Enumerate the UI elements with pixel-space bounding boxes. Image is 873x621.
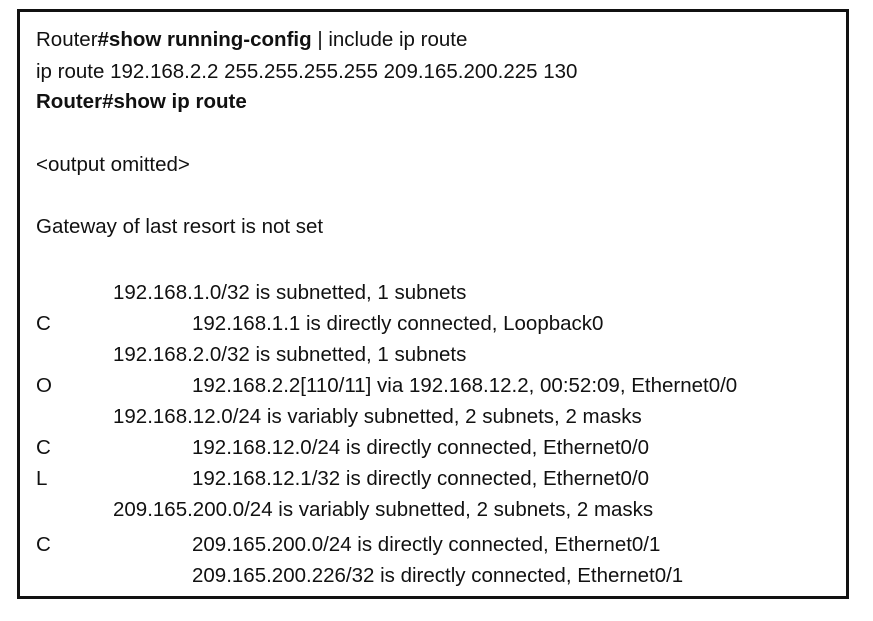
command: #show ip route [102, 90, 247, 113]
route-entry: 192.168.2.2[110/11] via 192.168.12.2, 00… [192, 374, 738, 397]
route-summary: 209.165.200.0/24 is variably subnetted, … [113, 498, 654, 521]
command: #show running-config [97, 28, 312, 51]
route-code: C [36, 312, 51, 335]
route-entry: 209.165.200.0/24 is directly connected, … [192, 533, 661, 556]
prompt: Router [36, 28, 98, 51]
command-line-2: Router#show ip route [36, 90, 247, 114]
prompt: Router [36, 90, 103, 113]
route-summary: 192.168.12.0/24 is variably subnetted, 2… [113, 405, 642, 428]
route-code: O [36, 374, 52, 397]
route-entry: 209.165.200.226/32 is directly connected… [192, 564, 684, 587]
command-line-1: Router#show running-config | include ip … [36, 28, 467, 52]
route-entry: 192.168.1.1 is directly connected, Loopb… [192, 312, 604, 335]
route-summary: 192.168.1.0/32 is subnetted, 1 subnets [113, 281, 467, 304]
route-summary: 192.168.2.0/32 is subnetted, 1 subnets [113, 343, 467, 366]
route-code: C [36, 436, 51, 459]
config-line: ip route 192.168.2.2 255.255.255.255 209… [36, 60, 578, 83]
route-code: C [36, 533, 51, 556]
command-filter: | include ip route [311, 28, 468, 51]
route-entry: 192.168.12.0/24 is directly connected, E… [192, 436, 650, 459]
output-frame [17, 9, 849, 599]
route-code: L [36, 467, 48, 490]
route-entry: 192.168.12.1/32 is directly connected, E… [192, 467, 650, 490]
gateway-text: Gateway of last resort is not set [36, 215, 324, 238]
omitted-text: <output omitted> [36, 153, 190, 176]
